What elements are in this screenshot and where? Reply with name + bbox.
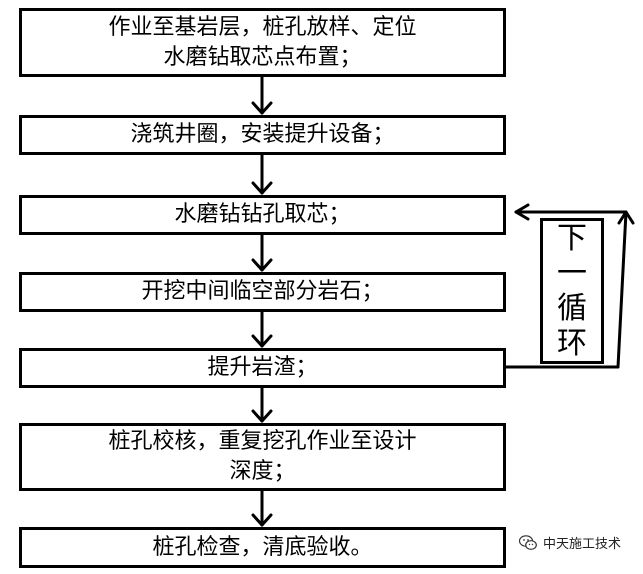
step-6-line-1: 桩孔校核，重复挖孔作业至设计 (108, 429, 417, 454)
watermark: 中天施工技术 (518, 533, 621, 552)
arrow-1-2 (251, 75, 273, 115)
step-4-line-1: 开挖中间临空部分岩石； (141, 279, 384, 304)
next-cycle-label: 下 一 循 环 (540, 218, 604, 364)
step-1-line-2: 水磨钻取芯点布置； (163, 44, 362, 70)
arrow-4-5 (251, 310, 273, 348)
step-3-box: 水磨钻钻孔取芯； (19, 195, 506, 235)
loop-back-arrow (504, 203, 635, 369)
step-3-line-1: 水磨钻钻孔取芯； (174, 202, 351, 227)
step-2-box: 浇筑井圈，安装提升设备； (19, 115, 506, 155)
watermark-text: 中天施工技术 (542, 537, 621, 552)
step-1-box: 作业至基岩层，桩孔放样、定位 水磨钻取芯点布置； (19, 8, 506, 77)
wechat-icon (518, 534, 537, 550)
arrow-3-4 (251, 233, 273, 272)
cycle-char-1: 下 (557, 220, 587, 256)
step-7-line-1: 桩孔检查，清底验收。 (152, 534, 373, 560)
cycle-char-4: 环 (557, 325, 587, 361)
step-5-box: 提升岩渣； (19, 348, 506, 388)
step-6-line-2: 深度； (229, 459, 296, 484)
arrow-6-7 (251, 489, 273, 527)
step-6-box: 桩孔校核，重复挖孔作业至设计 深度； (19, 423, 506, 491)
step-4-box: 开挖中间临空部分岩石； (19, 272, 506, 312)
step-5-line-1: 提升岩渣； (207, 355, 318, 380)
step-2-line-1: 浇筑井圈，安装提升设备； (130, 122, 395, 147)
step-1-line-1: 作业至基岩层，桩孔放样、定位 (108, 14, 417, 40)
step-7-box: 桩孔检查，清底验收。 (19, 527, 506, 568)
arrow-5-6 (251, 386, 273, 423)
cycle-char-2: 一 (557, 255, 587, 291)
arrow-2-3 (251, 153, 273, 195)
cycle-char-3: 循 (557, 290, 587, 326)
